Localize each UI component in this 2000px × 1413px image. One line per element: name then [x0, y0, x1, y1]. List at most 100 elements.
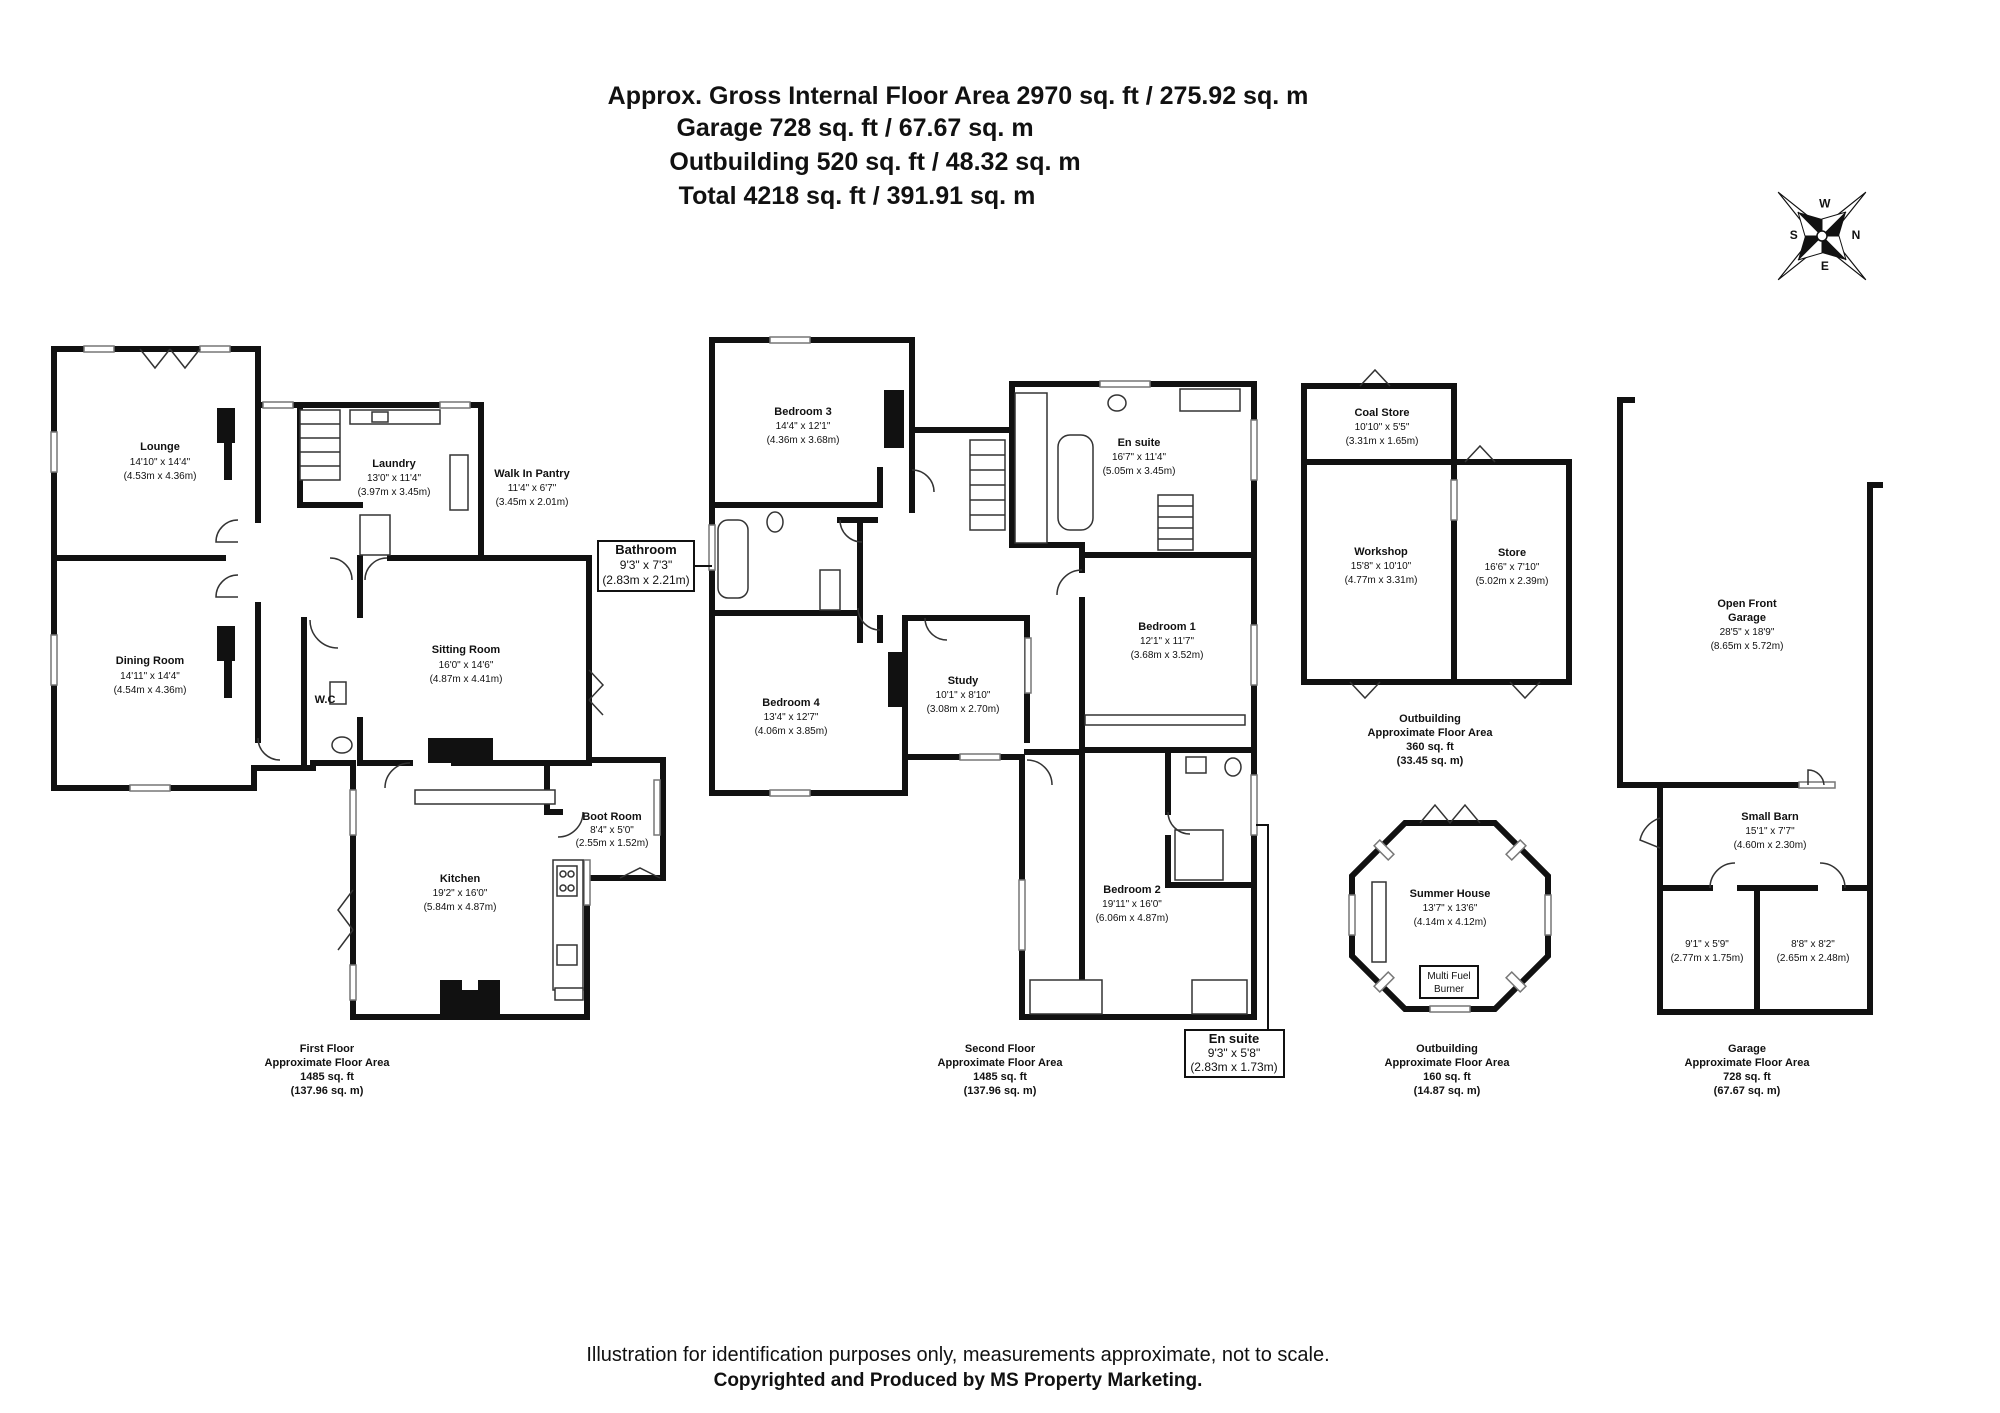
copyright-text: Copyrighted and Produced by MS Property … [714, 1370, 1203, 1391]
workshop-dim-metric: (4.77m x 3.31m) [1345, 575, 1418, 586]
bathroom-label: Bathroom [615, 542, 676, 557]
bed4-door[interactable] [857, 607, 881, 631]
svg-text:Outbuilding: Outbuilding [1399, 713, 1461, 725]
bay2-dim-metric: (2.65m x 2.48m) [1777, 953, 1850, 964]
outbuilding1-area-label: Outbuilding Approximate Floor Area 360 s… [1368, 713, 1494, 767]
study-door[interactable] [924, 617, 948, 641]
small-barn-dim-imperial: 15'1" x 7'7" [1745, 826, 1795, 837]
kitchen-label: Kitchen [440, 873, 481, 885]
ensuite1-stairs [1157, 494, 1194, 551]
dining-hall-door[interactable] [257, 737, 281, 761]
kitchen-door[interactable] [384, 762, 411, 789]
study-label: Study [948, 675, 979, 687]
ensuite2-door[interactable] [1167, 811, 1191, 835]
multi-fuel-burner-icon [1419, 965, 1479, 999]
store-dim-metric: (5.02m x 2.39m) [1476, 576, 1549, 587]
bay2-door[interactable] [1819, 862, 1846, 889]
ensuite1-bath-icon [1057, 434, 1094, 531]
laundry-label: Laundry [372, 458, 416, 470]
ensuite1-dim-metric: (5.05m x 3.45m) [1103, 466, 1176, 477]
boot-room-door[interactable] [557, 811, 584, 838]
compass-s: S [1790, 228, 1798, 242]
laundry-unit [449, 454, 469, 511]
kitchen-hob-icon [556, 865, 578, 897]
boot-room-external-door[interactable] [619, 867, 661, 879]
outbuilding-area-line: Outbuilding 520 sq. ft / 48.32 sq. m [669, 148, 1080, 176]
svg-text:Approximate Floor Area: Approximate Floor Area [1385, 1057, 1511, 1069]
pantry-dim-metric: (3.45m x 2.01m) [496, 497, 569, 508]
bay1-door[interactable] [1709, 862, 1736, 889]
bathroom-door[interactable] [839, 519, 863, 543]
pantry-dim-imperial: 11'4" x 6'7" [508, 483, 557, 494]
burner-label-line1: Multi Fuel [1427, 971, 1470, 982]
wc-basin-icon [329, 681, 347, 705]
kitchen-french-doors[interactable] [337, 889, 354, 951]
bed2-wardrobe-left [1029, 979, 1103, 1015]
ensuite2-dim-imperial: 9'3" x 5'8" [1208, 1046, 1260, 1060]
bay2-dim-imperial: 8'8" x 8'2" [1791, 939, 1835, 950]
coal-store-dim-metric: (3.31m x 1.65m) [1346, 436, 1419, 447]
store-top-door[interactable] [1464, 444, 1496, 463]
lounge-dim-metric: (4.53m x 4.36m) [124, 471, 197, 482]
svg-text:Outbuilding: Outbuilding [1416, 1043, 1478, 1055]
sitting-dim-imperial: 16'0" x 14'6" [439, 660, 494, 671]
bed4-chimney [888, 652, 902, 707]
second-floor-plan: Bathroom 9'3" x 7'3" (2.83m x 2.21m) En … [597, 336, 1285, 1097]
bedroom2-label: Bedroom 2 [1103, 884, 1160, 896]
coal-store-dim-imperial: 10'10" x 5'5" [1355, 422, 1410, 433]
bathroom-dim-imperial: 9'3" x 7'3" [620, 558, 672, 572]
study-dim-imperial: 10'1" x 8'10" [936, 690, 991, 701]
garage-plan: Open Front Garage 28'5" x 18'9" (8.65m x… [1617, 397, 1883, 1097]
bed3-door[interactable] [911, 469, 935, 493]
coal-store-door[interactable] [1359, 368, 1391, 387]
summer-house-doors[interactable] [1419, 803, 1481, 825]
svg-text:1485 sq. ft: 1485 sq. ft [300, 1071, 354, 1083]
wc-label: W.C [315, 694, 336, 706]
lounge-window [83, 345, 115, 353]
svg-text:Second Floor: Second Floor [965, 1043, 1036, 1055]
bed3-chimney [884, 390, 904, 448]
bed1-door[interactable] [1056, 569, 1083, 596]
wc-toilet-icon [331, 736, 353, 754]
bay1-dim-imperial: 9'1" x 5'9" [1685, 939, 1729, 950]
sitting-door[interactable] [364, 557, 388, 581]
dining-door[interactable] [215, 574, 239, 598]
bedroom1-label: Bedroom 1 [1138, 621, 1195, 633]
ensuite1-shower-icon [1014, 392, 1048, 544]
sitting-french-doors[interactable] [588, 669, 605, 716]
laundry-door[interactable] [329, 557, 353, 581]
laundry-worktop [349, 409, 441, 425]
bathroom-toilet-icon [766, 511, 784, 533]
small-barn-label: Small Barn [1741, 811, 1799, 823]
store-label: Store [1498, 547, 1526, 559]
disclaimer-text: Illustration for identification purposes… [586, 1344, 1329, 1366]
burner-label-line2: Burner [1434, 984, 1465, 995]
bathroom-basin-icon [819, 569, 841, 611]
svg-text:Approximate Floor Area: Approximate Floor Area [938, 1057, 1064, 1069]
sitting-room-label: Sitting Room [432, 644, 501, 656]
small-barn-side-door[interactable] [1639, 817, 1661, 849]
compass-w: W [1819, 197, 1831, 211]
garage-area-label: Garage Approximate Floor Area 728 sq. ft… [1685, 1043, 1811, 1097]
workshop-door[interactable] [1349, 681, 1381, 700]
open-front-garage-label-1: Open Front [1717, 598, 1777, 610]
laundry-dim-metric: (3.97m x 3.45m) [358, 487, 431, 498]
summer-house-bench [1371, 881, 1387, 963]
wc-door[interactable] [309, 619, 339, 649]
ensuite2-shower-icon [1174, 829, 1224, 881]
svg-text:First Floor: First Floor [300, 1043, 355, 1055]
lounge-door[interactable] [215, 519, 239, 543]
pantry-label: Walk In Pantry [494, 468, 570, 480]
kitchen-sink-icon [556, 944, 578, 966]
open-front-garage-dim-metric: (8.65m x 5.72m) [1711, 641, 1784, 652]
ensuite1-basins-icon [1179, 388, 1241, 412]
store-door[interactable] [1509, 681, 1541, 700]
lounge-french-doors[interactable] [139, 348, 201, 370]
workshop-label: Workshop [1354, 546, 1408, 558]
bathroom-window [708, 524, 716, 571]
kitchen-worktop-north [414, 789, 556, 805]
bed2-door[interactable] [1026, 759, 1053, 786]
svg-text:(14.87 sq. m): (14.87 sq. m) [1414, 1085, 1481, 1097]
bedroom4-dim-metric: (4.06m x 3.85m) [755, 726, 828, 737]
small-barn-top-door[interactable] [1807, 769, 1825, 786]
